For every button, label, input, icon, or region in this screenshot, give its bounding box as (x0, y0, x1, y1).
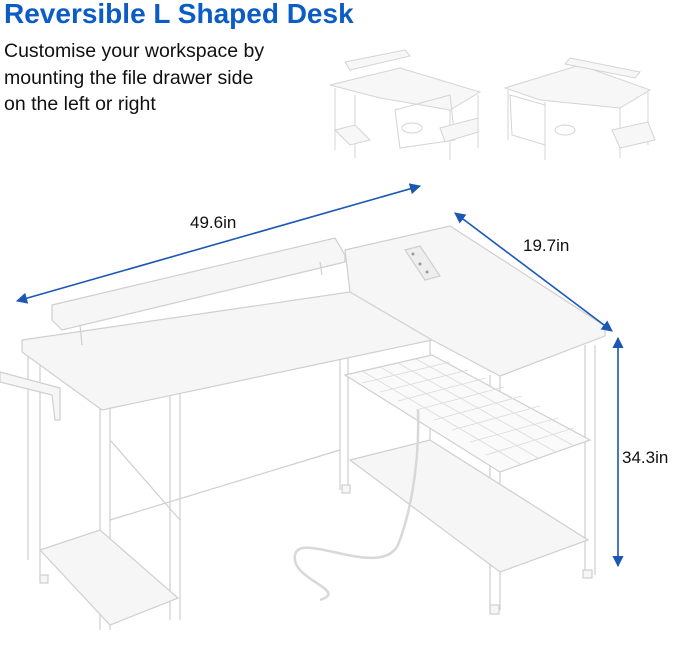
side-hook (0, 371, 61, 421)
description: Customise your workspace by mounting the… (4, 38, 304, 118)
description-line: on the left or right (4, 93, 156, 115)
wire-grid-shelf (343, 354, 592, 473)
depth-arrow (454, 212, 613, 332)
power-cord (293, 409, 420, 602)
page-title: Reversible L Shaped Desk (4, 0, 354, 29)
description-line: mounting the file drawer side (4, 66, 254, 89)
thumbnail-right-configuration (503, 57, 656, 160)
l-shaped-desk (0, 225, 606, 630)
thumbnail-left-configuration (329, 49, 482, 160)
description-line: Customise your workspace by (4, 40, 265, 62)
bottom-shelf-right (348, 439, 590, 573)
length-label: 49.6in (190, 213, 236, 232)
height-label: 34.3in (622, 448, 668, 467)
bottom-shelf-left (38, 529, 180, 626)
depth-label: 19.7in (523, 236, 569, 255)
length-arrow (15, 183, 422, 304)
